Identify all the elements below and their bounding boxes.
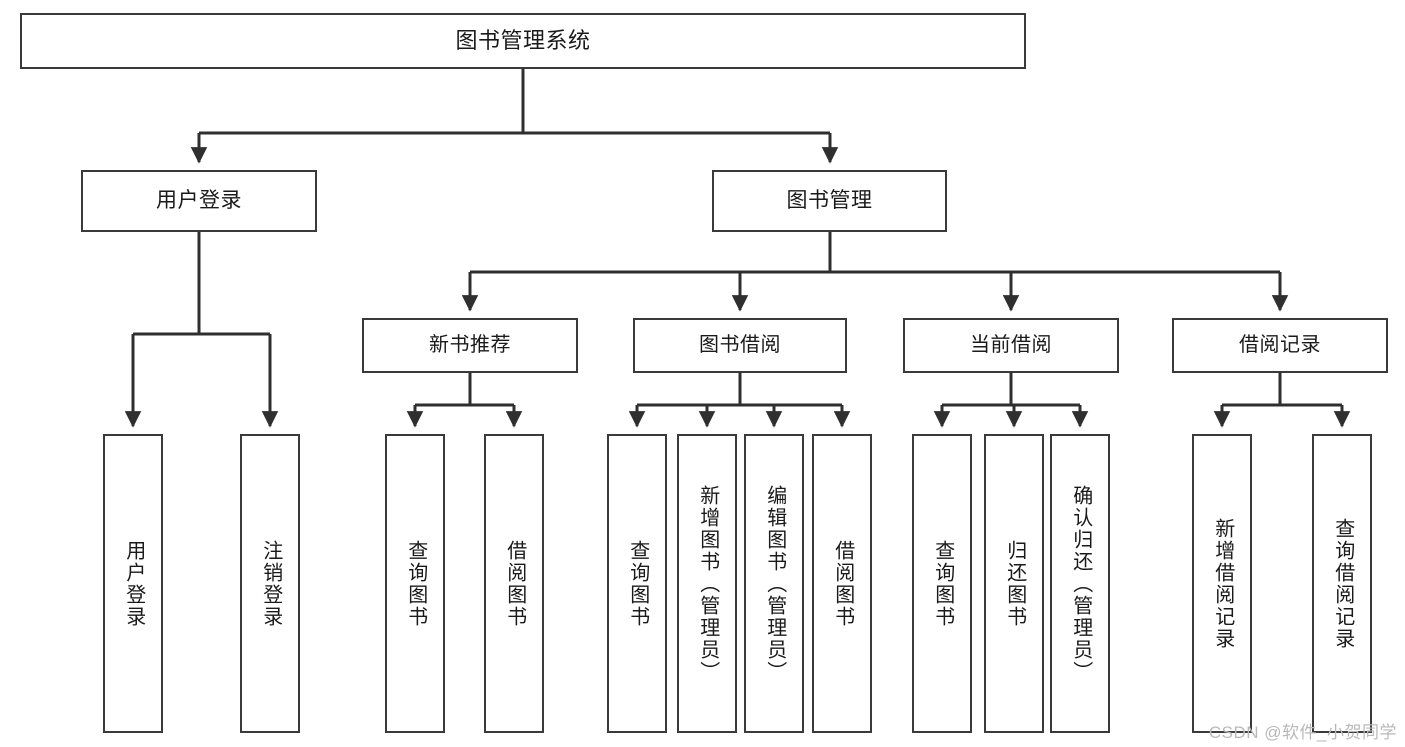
leaf-query-book-newbook-label: 查询图书: [404, 539, 427, 628]
leaf-add-borrow-record[interactable]: 新增借阅记录: [1192, 434, 1252, 733]
leaf-query-borrow-record-label: 查询借阅记录: [1331, 517, 1354, 650]
leaf-borrow-book-newbook-label: 借阅图书: [503, 539, 526, 628]
leaf-return-book[interactable]: 归还图书: [984, 434, 1044, 733]
leaf-logout-label: 注销登录: [259, 539, 282, 628]
node-borrow-record[interactable]: 借阅记录: [1172, 318, 1388, 373]
watermark: CSDN @软件_小贺同学: [1208, 723, 1397, 742]
leaf-edit-book-admin[interactable]: 编辑图书（管理员）: [744, 434, 804, 733]
leaf-query-book-newbook[interactable]: 查询图书: [385, 434, 445, 733]
node-root-label: 图书管理系统: [455, 28, 591, 54]
node-user-login-label: 用户登录: [156, 188, 242, 212]
leaf-borrow-book[interactable]: 借阅图书: [812, 434, 872, 733]
leaf-add-borrow-record-label: 新增借阅记录: [1211, 517, 1234, 650]
node-user-login[interactable]: 用户登录: [81, 170, 317, 232]
leaf-return-book-label: 归还图书: [1003, 539, 1026, 628]
leaf-user-login[interactable]: 用户登录: [103, 434, 163, 733]
node-borrow-record-label: 借阅记录: [1239, 334, 1321, 356]
leaf-user-login-label: 用户登录: [122, 539, 145, 628]
leaf-edit-book-admin-label: 编辑图书（管理员）: [763, 484, 786, 683]
leaf-add-book-admin-label: 新增图书（管理员）: [696, 484, 719, 683]
node-new-book-recommend-label: 新书推荐: [429, 334, 511, 356]
leaf-confirm-return-admin[interactable]: 确认归还（管理员）: [1050, 434, 1110, 733]
node-book-management-label: 图书管理: [786, 188, 873, 212]
leaf-query-book-current[interactable]: 查询图书: [912, 434, 972, 733]
leaf-query-book-borrow-label: 查询图书: [626, 539, 649, 628]
node-current-borrow-label: 当前借阅: [970, 334, 1052, 356]
leaf-add-book-admin[interactable]: 新增图书（管理员）: [677, 434, 737, 733]
node-book-borrow[interactable]: 图书借阅: [633, 318, 847, 373]
leaf-query-borrow-record[interactable]: 查询借阅记录: [1312, 434, 1372, 733]
node-book-management[interactable]: 图书管理: [712, 170, 947, 232]
leaf-query-book-current-label: 查询图书: [931, 539, 954, 628]
leaf-logout[interactable]: 注销登录: [240, 434, 300, 733]
leaf-borrow-book-label: 借阅图书: [831, 539, 854, 628]
node-book-borrow-label: 图书借阅: [699, 334, 781, 356]
leaf-confirm-return-admin-label: 确认归还（管理员）: [1069, 484, 1092, 683]
node-root[interactable]: 图书管理系统: [20, 13, 1026, 69]
leaf-query-book-borrow[interactable]: 查询图书: [607, 434, 667, 733]
node-new-book-recommend[interactable]: 新书推荐: [362, 318, 578, 373]
leaf-borrow-book-newbook[interactable]: 借阅图书: [484, 434, 544, 733]
node-current-borrow[interactable]: 当前借阅: [903, 318, 1119, 373]
